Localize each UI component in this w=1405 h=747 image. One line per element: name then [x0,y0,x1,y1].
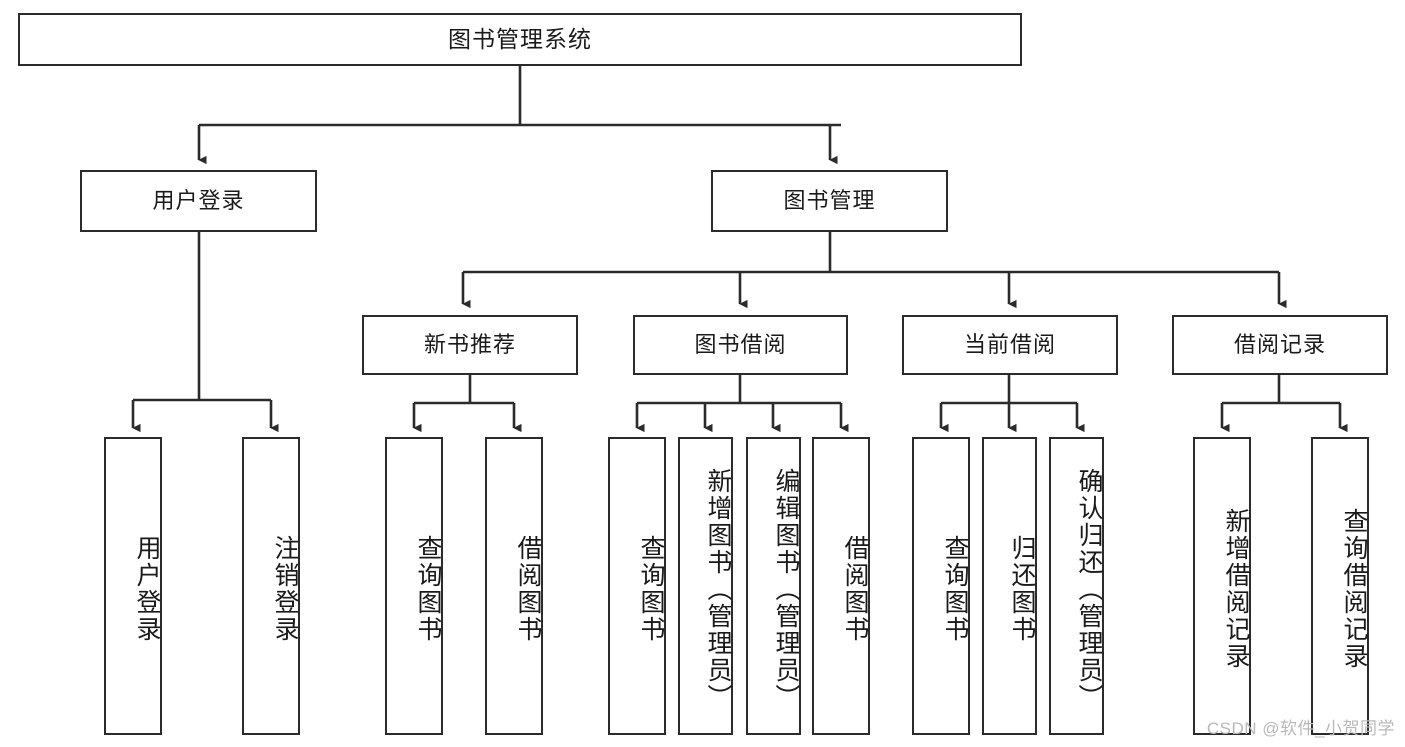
node-label: 查询图书 [637,535,665,643]
node-label: 归还图书 [1008,535,1036,643]
node-label: 查询借阅记录 [1340,508,1368,670]
node-book-management[interactable]: 图书管理 [711,170,948,232]
node-label: 新增借阅记录 [1222,508,1250,670]
node-label: 编辑图书（管理员） [772,467,800,711]
node-label: 新增图书（管理员） [704,467,732,711]
node-label: 借阅图书 [514,535,542,643]
node-new-book-recommend[interactable]: 新书推荐 [362,315,578,375]
leaf-recommend-borrow-book[interactable]: 借阅图书 [485,437,543,735]
node-label: 借阅记录 [1233,331,1326,357]
node-label: 确认归还（管理员） [1075,467,1103,711]
leaf-borrow-add-book-admin[interactable]: 新增图书（管理员） [678,437,733,735]
node-borrow-record[interactable]: 借阅记录 [1172,315,1388,375]
node-root-book-management-system[interactable]: 图书管理系统 [18,13,1022,66]
node-label: 借阅图书 [841,535,869,643]
node-user-login[interactable]: 用户登录 [80,170,317,232]
node-label: 注销登录 [271,535,299,643]
leaf-record-query-borrow-record[interactable]: 查询借阅记录 [1311,437,1369,735]
node-label: 当前借阅 [963,331,1056,357]
leaf-current-query-book[interactable]: 查询图书 [912,437,970,735]
leaf-record-add-borrow-record[interactable]: 新增借阅记录 [1193,437,1251,735]
node-label: 图书管理 [783,187,876,213]
leaf-borrow-edit-book-admin[interactable]: 编辑图书（管理员） [746,437,801,735]
leaf-borrow-borrow-book[interactable]: 借阅图书 [812,437,870,735]
node-book-borrow[interactable]: 图书借阅 [633,315,848,375]
watermark: CSDN @软件_小贺同学 [1206,719,1395,738]
leaf-user-login-logout[interactable]: 注销登录 [242,437,300,735]
leaf-borrow-query-book[interactable]: 查询图书 [608,437,666,735]
node-label: 查询图书 [941,535,969,643]
leaf-current-confirm-return-admin[interactable]: 确认归还（管理员） [1049,437,1104,735]
node-label: 图书管理系统 [448,25,592,52]
node-label: 用户登录 [133,535,161,643]
leaf-user-login-login[interactable]: 用户登录 [104,437,162,735]
leaf-recommend-query-book[interactable]: 查询图书 [385,437,443,735]
node-label: 用户登录 [152,187,245,213]
node-label: 图书借阅 [694,331,787,357]
node-current-borrow[interactable]: 当前借阅 [902,315,1118,375]
node-label: 新书推荐 [423,331,516,357]
node-label: 查询图书 [414,535,442,643]
leaf-current-return-book[interactable]: 归还图书 [982,437,1037,735]
